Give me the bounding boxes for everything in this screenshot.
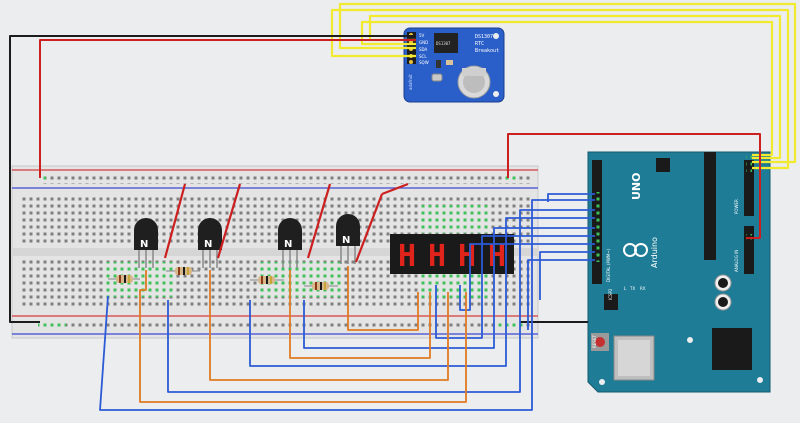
rtc-pin-5v: 5V: [419, 33, 425, 38]
display-digit-3: H: [458, 239, 476, 274]
arduino-name: Arduino: [650, 237, 659, 268]
wire-blue-6: [459, 243, 595, 311]
rtc-title-3: Breakout: [475, 48, 499, 54]
wire-yellow-scl: [330, 8, 790, 170]
wire-red-3: [306, 183, 332, 259]
wire-blue-2: [167, 209, 595, 393]
wire-red-5v: [39, 39, 416, 178]
power-jack-icon: [712, 328, 752, 370]
rtc-pin-sqw: SQW: [419, 60, 429, 65]
transistor-label-4: N: [342, 235, 350, 246]
arduino-uno: UNO Arduino ICSP2 L TX RX POWER ANALOG I…: [587, 151, 771, 393]
wire-orange-1: [139, 270, 467, 403]
wire-blue-5: [435, 235, 595, 339]
transistor-label-1: N: [140, 239, 148, 250]
label-tx: TX: [629, 286, 635, 291]
rtc-title-1: DS1307: [475, 34, 493, 40]
rtc-maker: adafruit: [408, 74, 413, 90]
wire-red-1: [163, 183, 187, 259]
wire-orange-3: [289, 270, 431, 359]
arduino-pin-markers: [594, 154, 752, 262]
wire-blue-4: [303, 227, 595, 349]
wire-blue-3: [249, 217, 595, 367]
resistor-3: [250, 276, 284, 284]
wire-blue-1: [99, 199, 595, 411]
display-digit-4: H: [488, 239, 506, 274]
transistor-4: N: [336, 214, 360, 264]
wire-red-arduino: [507, 133, 761, 239]
resistor-2: [166, 267, 200, 275]
rtc-module: 5V GND SDA SCL SQW DS1307 DS1307 RTC Bre…: [403, 27, 505, 103]
resistor-1: [108, 275, 140, 283]
label-analog: ANALOG IN: [734, 250, 739, 272]
label-reset: RESET: [592, 335, 597, 348]
display-digit-2: H: [428, 239, 446, 274]
wire-yellow-4: [360, 20, 774, 157]
wire-blue-7: [547, 193, 595, 202]
transistor-2: N: [198, 218, 222, 268]
wire-orange-2: [209, 270, 449, 381]
wire-red-4: [354, 182, 409, 263]
icsp2-header: [604, 294, 618, 310]
wire-orange-4: [347, 266, 419, 331]
label-digital: DIGITAL (PWM~): [606, 248, 611, 282]
wire-red-2: [216, 183, 242, 259]
label-icsp2: ICSP2: [608, 288, 613, 300]
analog-header: [744, 226, 754, 274]
rtc-chip-label: DS1307: [436, 41, 451, 46]
power-header: [744, 160, 754, 216]
crystal-icon: [431, 73, 443, 82]
label-rx: RX: [640, 286, 646, 291]
seven-segment-display: H H H H: [390, 234, 514, 274]
display-digit-1: H: [398, 239, 416, 274]
microcontroller-chip: [704, 152, 716, 260]
rtc-pin-sda: SDA: [419, 47, 428, 52]
transistor-label-3: N: [284, 239, 292, 250]
breadboard: [11, 165, 539, 339]
arduino-brand-uno: UNO: [630, 173, 643, 201]
transistor-1: N: [134, 218, 158, 268]
label-power: POWER: [734, 199, 739, 214]
rtc-title-2: RTC: [475, 41, 484, 47]
rtc-pin-gnd: GND: [419, 40, 428, 45]
resistor-4: [304, 282, 338, 290]
rtc-pin-scl: SCL: [419, 54, 427, 59]
rtc-chip: [434, 33, 458, 53]
transistor-3: N: [278, 218, 302, 268]
label-l: L: [624, 286, 627, 291]
transistor-label-2: N: [204, 239, 212, 250]
wire-black-gnd: [9, 35, 416, 323]
wire-blue-8: [539, 251, 595, 300]
icsp-header: [656, 158, 670, 172]
wires: [9, 2, 797, 411]
wire-blue-9: [527, 259, 595, 330]
